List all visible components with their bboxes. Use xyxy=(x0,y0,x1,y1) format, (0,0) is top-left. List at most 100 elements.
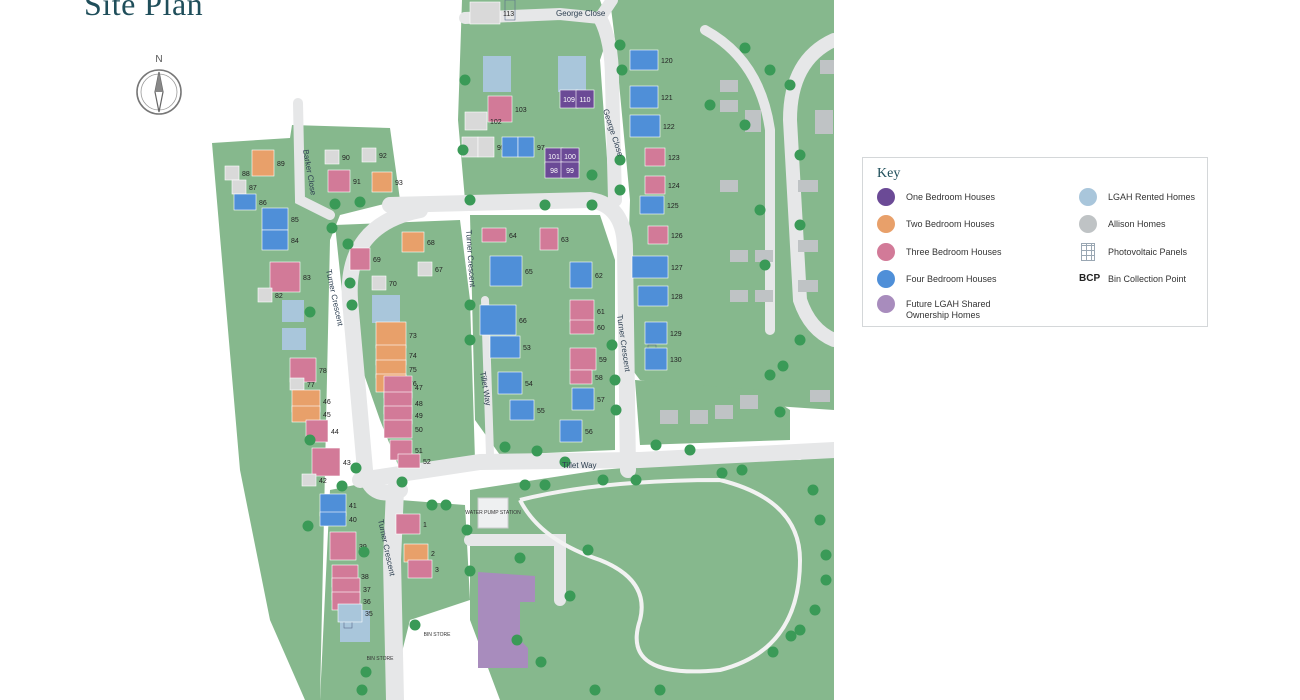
plot-110[interactable] xyxy=(575,89,595,109)
tree-icon xyxy=(304,306,316,318)
plot-35[interactable] xyxy=(337,603,363,623)
plot-59[interactable] xyxy=(569,347,597,371)
plot-number-98: 98 xyxy=(550,168,558,175)
plot-126[interactable] xyxy=(647,225,669,245)
plot-73[interactable] xyxy=(375,321,407,349)
plot-57[interactable] xyxy=(571,387,595,411)
plot-95[interactable] xyxy=(477,136,495,158)
plot-39[interactable] xyxy=(329,531,357,561)
plot-52[interactable] xyxy=(397,453,421,469)
plot-number-62: 62 xyxy=(595,273,603,280)
plot-58[interactable] xyxy=(569,369,593,385)
plot-40[interactable] xyxy=(319,511,347,527)
plot-77[interactable] xyxy=(289,377,305,391)
plot-54[interactable] xyxy=(497,371,523,395)
key-item-future-shared: Future LGAH Shared Ownership Homes xyxy=(877,295,1006,321)
plot-number-64: 64 xyxy=(509,233,517,240)
plot-45[interactable] xyxy=(291,405,321,423)
plot-61[interactable] xyxy=(569,299,595,323)
plot-number-66: 66 xyxy=(519,318,527,325)
plot-91[interactable] xyxy=(327,169,351,193)
tree-icon xyxy=(464,194,476,206)
plot-number-97: 97 xyxy=(537,145,545,152)
plot-88[interactable] xyxy=(224,165,240,181)
plot-93[interactable] xyxy=(371,171,393,193)
plot-97[interactable] xyxy=(517,136,535,158)
tree-icon xyxy=(794,219,806,231)
plot-1[interactable] xyxy=(395,513,421,535)
plot-96[interactable] xyxy=(501,136,519,158)
plot-number-74: 74 xyxy=(409,353,417,360)
plot-number-88: 88 xyxy=(242,171,250,178)
plot-125[interactable] xyxy=(639,195,665,215)
plot-92[interactable] xyxy=(361,147,377,163)
road-george-close-side xyxy=(593,11,622,207)
plot-50[interactable] xyxy=(383,419,413,439)
plot-65[interactable] xyxy=(489,255,523,287)
tree-icon xyxy=(354,196,366,208)
plot-124[interactable] xyxy=(644,175,666,195)
plot-number-41: 41 xyxy=(349,503,357,510)
plot-103[interactable] xyxy=(487,95,513,123)
plot-60[interactable] xyxy=(569,319,595,335)
plot-number-123: 123 xyxy=(668,155,680,162)
plot-number-110: 110 xyxy=(579,97,590,104)
tree-icon xyxy=(356,684,368,696)
plot-number-48: 48 xyxy=(415,401,423,408)
plot-63[interactable] xyxy=(539,227,559,251)
plot-43[interactable] xyxy=(311,447,341,477)
plot-70[interactable] xyxy=(371,275,387,291)
street-turner-crescent-north: Turner Crescent xyxy=(464,230,477,289)
photovoltaic-panel-icon xyxy=(1081,243,1095,261)
plot-2[interactable] xyxy=(403,543,429,563)
tree-icon xyxy=(794,624,806,636)
plot-42[interactable] xyxy=(301,473,317,487)
plot-128[interactable] xyxy=(637,285,669,307)
plot-85[interactable] xyxy=(261,207,289,231)
plot-67[interactable] xyxy=(417,261,433,277)
plot-89[interactable] xyxy=(251,149,275,177)
plot-87[interactable] xyxy=(231,179,247,195)
tree-icon xyxy=(464,565,476,577)
plot-113[interactable] xyxy=(469,1,501,25)
key-item-four-bedroom: Four Bedroom Houses xyxy=(877,270,1006,288)
plot-68[interactable] xyxy=(401,231,425,253)
plot-129[interactable] xyxy=(644,321,668,345)
plot-number-91: 91 xyxy=(353,179,361,186)
key-title: Key xyxy=(877,166,901,181)
plot-99[interactable] xyxy=(560,161,580,179)
plot-number-55: 55 xyxy=(537,408,545,415)
plot-130[interactable] xyxy=(644,347,668,371)
east-block xyxy=(610,0,834,410)
plot-66[interactable] xyxy=(479,304,517,336)
plot-86[interactable] xyxy=(233,193,257,211)
plot-56[interactable] xyxy=(559,419,583,443)
park-path xyxy=(518,477,803,674)
plot-number-69: 69 xyxy=(373,257,381,264)
plot-121[interactable] xyxy=(629,85,659,109)
plot-82[interactable] xyxy=(257,287,273,303)
key-item-photovoltaic: Photovoltaic Panels xyxy=(1079,243,1208,261)
plot-64[interactable] xyxy=(481,227,507,243)
plot-62[interactable] xyxy=(569,261,593,289)
water-pump-station-label: WATER PUMP STATION xyxy=(465,510,521,516)
plot-83[interactable] xyxy=(269,261,301,293)
plot-number-45: 45 xyxy=(323,412,331,419)
plot-120[interactable] xyxy=(629,49,659,71)
plot-102[interactable] xyxy=(464,111,488,131)
plot-127[interactable] xyxy=(631,255,669,279)
plot-69[interactable] xyxy=(349,247,371,271)
plot-number-54: 54 xyxy=(525,381,533,388)
plot-53[interactable] xyxy=(489,335,521,359)
plot-55[interactable] xyxy=(509,399,535,421)
plot-number-38: 38 xyxy=(361,574,369,581)
plot-3[interactable] xyxy=(407,559,433,579)
plot-122[interactable] xyxy=(629,114,661,138)
plot-84[interactable] xyxy=(261,229,289,251)
plot-90[interactable] xyxy=(324,149,340,165)
swatch-allison xyxy=(1079,215,1097,233)
site-map[interactable]: WATER PUMP STATION BIN STORE BIN STORE 1… xyxy=(0,0,840,700)
tree-icon xyxy=(684,444,696,456)
plot-123[interactable] xyxy=(644,147,666,167)
tree-icon xyxy=(794,149,806,161)
